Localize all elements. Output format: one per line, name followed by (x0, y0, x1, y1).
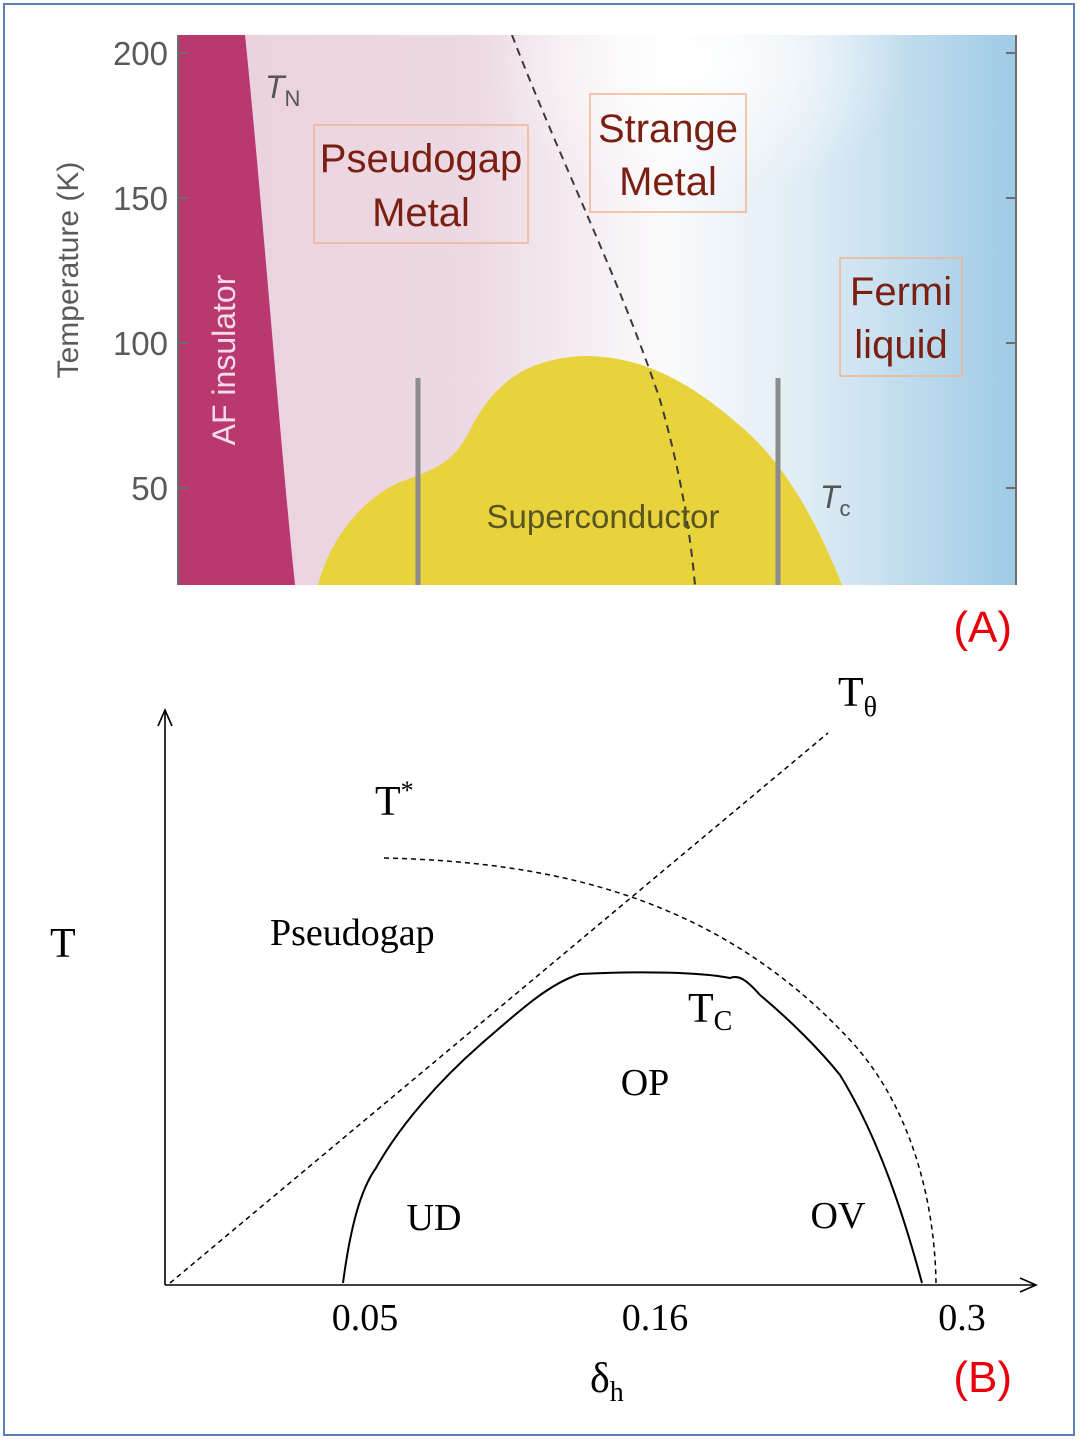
panel-b-letter: (B) (953, 1353, 1012, 1402)
ov-label: OV (811, 1195, 866, 1237)
pseudogap-label-b: Pseudogap (270, 912, 435, 954)
op-label: OP (621, 1062, 670, 1104)
fermi-liquid-box (839, 257, 963, 377)
t-star-line (383, 857, 937, 1284)
x-tick-0-16: 0.16 (622, 1297, 689, 1339)
pseudogap-metal-line2: Metal (372, 191, 470, 235)
y-tick-150: 150 (113, 180, 168, 217)
x-tick-0-05: 0.05 (332, 1297, 399, 1339)
tc-dome-line (342, 971, 923, 1284)
pseudogap-metal-line1: Pseudogap (320, 137, 522, 181)
panel-a-letter: (A) (953, 603, 1012, 652)
panel-b: Tθ T* T Pseudogap TC OP UD OV 0.05 0.16 … (50, 670, 1038, 1408)
y-axis-label: Temperature (K) (52, 162, 85, 379)
panel-b-y-arrow (157, 708, 173, 727)
pseudogap-crossover-line (511, 35, 696, 585)
af-insulator-label: AF insulator (206, 274, 242, 445)
pseudogap-metal-box (313, 124, 529, 244)
panel-b-x-arrow (1019, 1277, 1038, 1293)
panel-b-x-axis-label: δh (590, 1356, 624, 1408)
figure-frame (3, 3, 1075, 1436)
t-theta-line (169, 732, 829, 1284)
tc-label-b: TC (688, 986, 732, 1037)
x-tick-0-3: 0.3 (938, 1297, 986, 1339)
t-star-label: T* (375, 776, 414, 825)
panel-a-y-tick-marks (178, 52, 1016, 489)
y-tick-100: 100 (113, 325, 168, 362)
ud-label: UD (407, 1197, 462, 1239)
tc-label-a: Tc (820, 479, 851, 521)
y-tick-200: 200 (113, 35, 168, 72)
fermi-liquid-line1: Fermi (850, 270, 952, 314)
af-insulator-region (178, 35, 295, 585)
superconductor-label: Superconductor (487, 498, 720, 535)
strange-metal-line2: Metal (619, 160, 717, 204)
tn-label: TN (265, 69, 300, 111)
t-theta-label: Tθ (838, 670, 877, 723)
y-tick-50: 50 (131, 470, 168, 507)
superconductor-dome (318, 356, 842, 585)
strange-metal-box (589, 93, 747, 213)
panel-b-y-axis-label: T (50, 921, 76, 967)
strange-metal-line1: Strange (598, 107, 738, 151)
fermi-liquid-line2: liquid (854, 323, 947, 367)
panel-a: 200 150 100 50 Temperature (K) AF insula… (52, 35, 1017, 652)
